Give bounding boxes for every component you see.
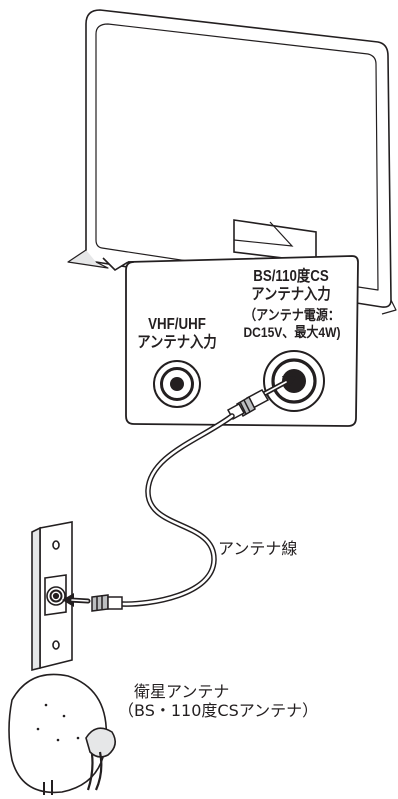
cable-connector-wall: [91, 594, 123, 612]
vhf-uhf-input-label: VHF/UHF アンテナ入力: [135, 316, 219, 353]
bs-cs-input-line2: アンテナ入力: [251, 286, 331, 304]
bs-cs-power-note-line1: （アンテナ電源：: [244, 307, 340, 323]
satellite-antenna-line1: 衛星アンテナ: [134, 682, 230, 701]
vhf-uhf-port: [153, 360, 201, 408]
antenna-cable-label: アンテナ線: [218, 539, 298, 558]
antenna-cable: [119, 413, 235, 607]
satellite-dish: [8, 673, 116, 795]
tv-stand: [102, 257, 129, 272]
satellite-antenna-line2: （BS・110度CSアンテナ）: [118, 700, 319, 720]
insert-arrow-tv: [259, 376, 296, 398]
wall-outlet-plate: [31, 521, 73, 672]
insert-arrow-wall: [62, 593, 91, 607]
bs-cs-input-line1: BS/110度CS: [253, 268, 329, 285]
bs-cs-power-note: （アンテナ電源： DC15V、最大4W): [237, 307, 347, 340]
vhf-uhf-input-line2: アンテナ入力: [137, 334, 217, 352]
bs-cs-power-note-line2: DC15V、最大4W): [243, 323, 341, 340]
bs-cs-input-label: BS/110度CS アンテナ入力: [244, 268, 339, 305]
vhf-uhf-input-line1: VHF/UHF: [148, 316, 206, 333]
satellite-antenna-label: 衛星アンテナ （BS・110度CSアンテナ）: [118, 682, 319, 721]
bs-cs-port: [263, 350, 325, 412]
